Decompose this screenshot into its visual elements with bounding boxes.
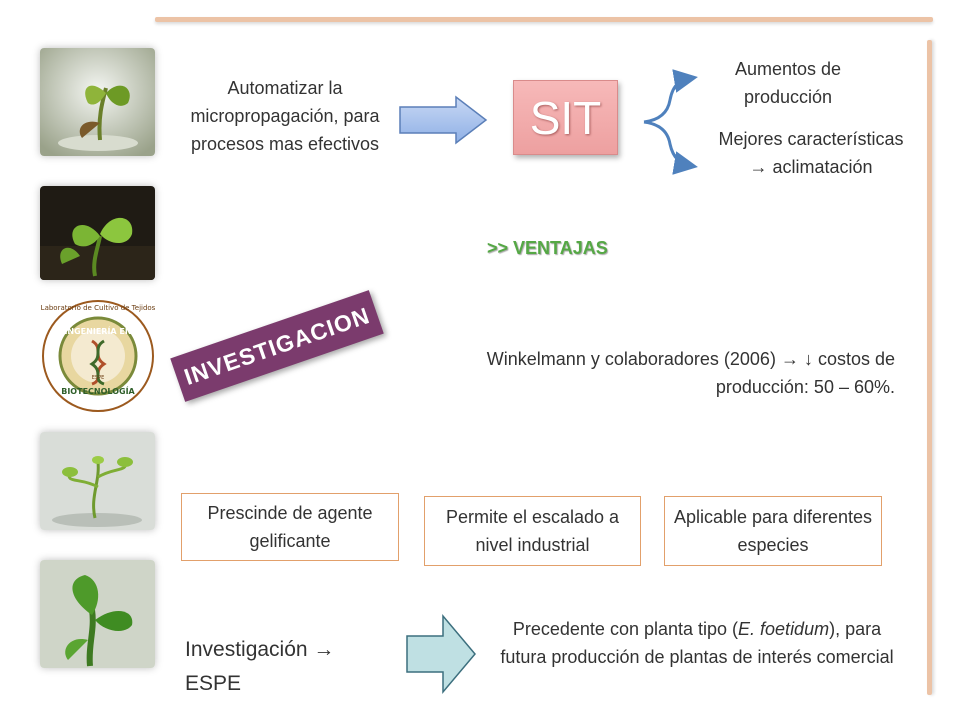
winkelmann-study: Winkelmann y colaboradores (2006) → ↓ co…	[370, 345, 895, 401]
logo-top-text: INGENIERÍA EN	[64, 325, 131, 336]
espe-label-line-2: ESPE	[185, 672, 242, 695]
investigacion-banner: INVESTIGACION	[170, 290, 384, 402]
study-line-2: producción: 50 – 60%.	[715, 377, 895, 397]
precedente-note: Precedente con planta tipo (E. foetidum)…	[492, 615, 902, 671]
investigacion-espe: Investigación → ESPE	[185, 633, 334, 701]
logo-ring-text: Laboratorio de Cultivo de Tejidos	[41, 304, 155, 312]
goal-text: Automatizar la micropropagación, para pr…	[190, 78, 380, 154]
outcome-production: Aumentos de producción	[734, 59, 842, 107]
plantlet-photo-4	[40, 560, 155, 668]
plantlet-photo-2	[40, 186, 155, 280]
outcome-aclimatacion: Mejores características → aclimatación	[718, 129, 904, 177]
card-escalado: Permite el escalado a nivel industrial	[424, 496, 641, 566]
note-text-post: ), para futura producción de plantas de …	[500, 619, 894, 667]
branch-arrows-icon	[643, 69, 698, 175]
right-divider	[927, 40, 932, 695]
logo-center-text: ESPE	[92, 375, 105, 381]
study-line-1: Winkelmann y colaboradores (2006) → ↓ co…	[486, 349, 895, 369]
espe-label-line-1: Investigación →	[185, 638, 335, 661]
biotecnologia-logo: Laboratorio de Cultivo de Tejidos INGENI…	[41, 300, 155, 412]
arrow-right-icon	[399, 95, 488, 145]
arrow-right-icon	[406, 613, 476, 695]
plantlet-photo-1	[40, 48, 155, 156]
card-especies: Aplicable para diferentes especies	[664, 496, 882, 566]
note-species: E. foetidum	[738, 619, 830, 639]
ventajas-link[interactable]: >> VENTAJAS	[487, 238, 608, 258]
sit-box: SIT	[513, 80, 618, 155]
card-gelificante: Prescinde de agente gelificante	[181, 493, 399, 561]
plantlet-photo-3	[40, 432, 155, 530]
note-text-pre: Precedente con planta tipo (	[512, 619, 739, 639]
top-divider	[155, 17, 933, 22]
logo-bottom-text: BIOTECNOLOGÍA	[61, 385, 135, 396]
